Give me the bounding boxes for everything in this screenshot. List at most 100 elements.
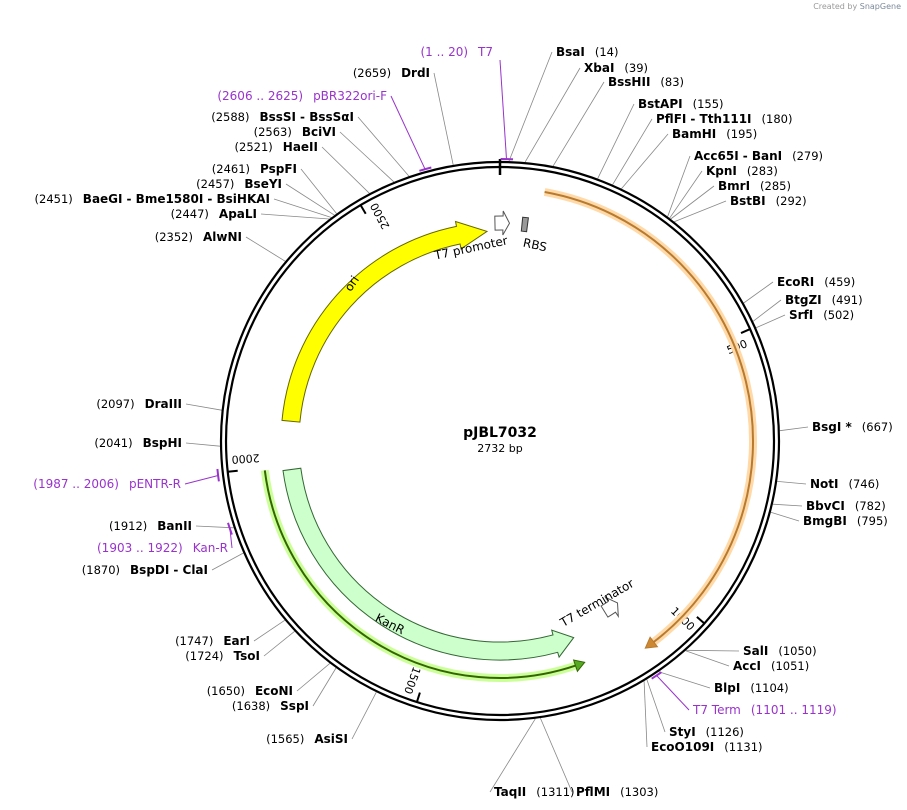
kanr-orf-head	[572, 659, 586, 673]
kanr-feature-arrow[interactable]	[282, 467, 575, 661]
rbs-feature-box[interactable]	[520, 216, 529, 233]
enzyme-site-label[interactable]: Acc65I- BanI(279)	[694, 149, 823, 163]
enzyme-site-label[interactable]: (1638)SspI	[232, 699, 309, 713]
enzyme-site-label[interactable]: TaqII(1311)	[494, 785, 575, 799]
primer-binding-mark[interactable]	[227, 522, 233, 535]
orf-arrow-line[interactable]	[544, 191, 755, 644]
enzyme-leader-line	[524, 67, 581, 163]
enzyme-leader-line	[743, 281, 774, 304]
enzyme-leader-line	[755, 314, 786, 329]
enzyme-site-label[interactable]: (2097)DraIII	[96, 397, 182, 411]
snapgene-logo: SnapGene	[859, 2, 901, 11]
t7-terminator-feature-arrow[interactable]	[600, 596, 619, 619]
ori-feature-arrow[interactable]	[281, 220, 489, 423]
enzyme-site-label[interactable]: NotI(746)	[810, 477, 879, 491]
enzyme-site-label[interactable]: StyI(1126)	[669, 725, 744, 739]
enzyme-leader-line	[185, 442, 221, 447]
enzyme-site-label[interactable]: AccI(1051)	[733, 659, 809, 673]
enzyme-site-label[interactable]: (2659)DrdI	[353, 66, 430, 80]
primer-label[interactable]: (1 .. 20)T7	[421, 45, 494, 59]
enzyme-site-label[interactable]: (1912)BanII	[109, 519, 192, 533]
enzyme-site-label[interactable]: BstAPI(155)	[638, 97, 724, 111]
kanr-orf-line[interactable]	[263, 470, 578, 679]
enzyme-site-label[interactable]: BsgI *(667)	[812, 420, 893, 434]
t7-promoter-feature-arrow[interactable]	[494, 210, 511, 236]
enzyme-site-label[interactable]: BmrI(285)	[718, 179, 791, 193]
enzyme-leader-line	[540, 717, 573, 793]
scale-tick-label: 2500	[368, 201, 393, 232]
rbs-label: RBS	[522, 236, 548, 255]
enzyme-site-label[interactable]: (1565)AsiSI	[266, 732, 348, 746]
enzyme-site-label[interactable]: BamHI(195)	[672, 127, 757, 141]
enzyme-leader-line	[357, 116, 410, 177]
scale-tick-mark	[359, 204, 367, 215]
enzyme-leader-line	[245, 236, 286, 262]
enzyme-leader-line	[772, 503, 803, 507]
primer-label[interactable]: (1903 .. 1922)Kan-R	[97, 541, 228, 555]
enzyme-site-label[interactable]: (2521)HaeII	[235, 140, 318, 154]
enzyme-leader-line	[646, 679, 666, 733]
enzyme-site-label[interactable]: BbvCI(782)	[806, 499, 886, 513]
enzyme-leader-line	[185, 403, 222, 411]
enzyme-leader-line	[669, 170, 703, 219]
primer-leader-line	[390, 95, 426, 170]
enzyme-site-label[interactable]: BsaI(14)	[556, 45, 618, 59]
enzyme-site-label[interactable]: BlpI(1104)	[714, 681, 789, 695]
enzyme-site-label[interactable]: (2041)BspHI	[94, 436, 182, 450]
enzyme-site-label[interactable]: (2447)ApaLI	[171, 207, 257, 221]
enzyme-leader-line	[779, 426, 809, 432]
enzyme-leader-line	[253, 619, 286, 642]
enzyme-site-label[interactable]: BssHII(83)	[608, 75, 684, 89]
enzyme-leader-line	[643, 681, 648, 748]
enzyme-leader-line	[552, 81, 605, 167]
enzyme-site-label[interactable]: (1650)EcoNI	[207, 684, 293, 698]
primer-binding-mark[interactable]	[216, 468, 220, 482]
enzyme-site-label[interactable]: KpnI(283)	[706, 164, 778, 178]
enzyme-site-label[interactable]: EcoRI(459)	[777, 275, 855, 289]
enzyme-site-label[interactable]: BmgBI(795)	[803, 514, 888, 528]
enzyme-leader-line	[674, 200, 727, 223]
scale-tick-mark	[227, 469, 238, 473]
enzyme-leader-line	[312, 667, 337, 707]
enzyme-leader-line	[263, 630, 295, 657]
enzyme-site-label[interactable]: SalI(1050)	[743, 644, 817, 658]
enzyme-leader-line	[285, 183, 335, 216]
enzyme-site-label[interactable]: (1724)TsoI	[185, 649, 260, 663]
credit-prefix: Created by	[813, 2, 858, 11]
enzyme-leader-line	[597, 103, 635, 179]
scale-tick-mark	[696, 616, 706, 625]
enzyme-site-label[interactable]: (2457)BseYI	[196, 177, 282, 191]
enzyme-site-label[interactable]: EcoO109I(1131)	[651, 740, 763, 754]
backbone-inner-strand	[224, 165, 776, 717]
enzyme-site-label[interactable]: (2563)BciVI	[254, 125, 336, 139]
enzyme-leader-line	[752, 299, 782, 322]
primer-leader-line	[499, 59, 507, 160]
scale-tick-label: 1500	[401, 665, 423, 696]
enzyme-site-label[interactable]: (2451)BaeGI- Bme1580I- BsiHKAI	[35, 192, 270, 206]
enzyme-site-label[interactable]: (2588)BssSI- BssSαI	[211, 110, 354, 124]
primer-binding-mark[interactable]	[651, 671, 662, 680]
enzyme-site-label[interactable]: BtgZI(491)	[785, 293, 863, 307]
enzyme-leader-lines	[185, 51, 809, 793]
enzyme-site-label[interactable]: (2461)PspFI	[212, 162, 297, 176]
enzyme-site-label[interactable]: SrfI(502)	[789, 308, 854, 322]
enzyme-site-label[interactable]: (1747)EarI	[175, 634, 250, 648]
enzyme-site-label[interactable]: PflMI(1303)	[576, 785, 658, 799]
enzyme-leader-line	[670, 185, 715, 220]
t7-terminator-label: T7 terminator	[557, 576, 636, 630]
enzyme-site-label[interactable]: (1870)BspDI- ClaI	[82, 563, 208, 577]
primer-binding-mark[interactable]	[419, 166, 432, 172]
primer-label[interactable]: (1987 .. 2006)pENTR-R	[33, 477, 181, 491]
enzyme-site-label[interactable]: BstBI(292)	[730, 194, 807, 208]
enzyme-site-label[interactable]: PflFI- Tth111I(180)	[656, 112, 792, 126]
primer-label[interactable]: (2606 .. 2625)pBR322ori-F	[217, 89, 387, 103]
site-labels: BsaI(14)XbaI(39)BssHII(83)BstAPI(155)Pfl…	[33, 45, 892, 799]
orf-arrow-head	[644, 636, 659, 649]
enzyme-site-label[interactable]: (2352)AlwNI	[155, 230, 242, 244]
primer-label[interactable]: T7 Term(1101 .. 1119)	[692, 703, 837, 717]
enzyme-site-label[interactable]: XbaI(39)	[584, 61, 648, 75]
primer-marks	[216, 158, 662, 680]
enzyme-leader-line	[667, 155, 691, 217]
enzyme-leader-line	[489, 718, 536, 793]
